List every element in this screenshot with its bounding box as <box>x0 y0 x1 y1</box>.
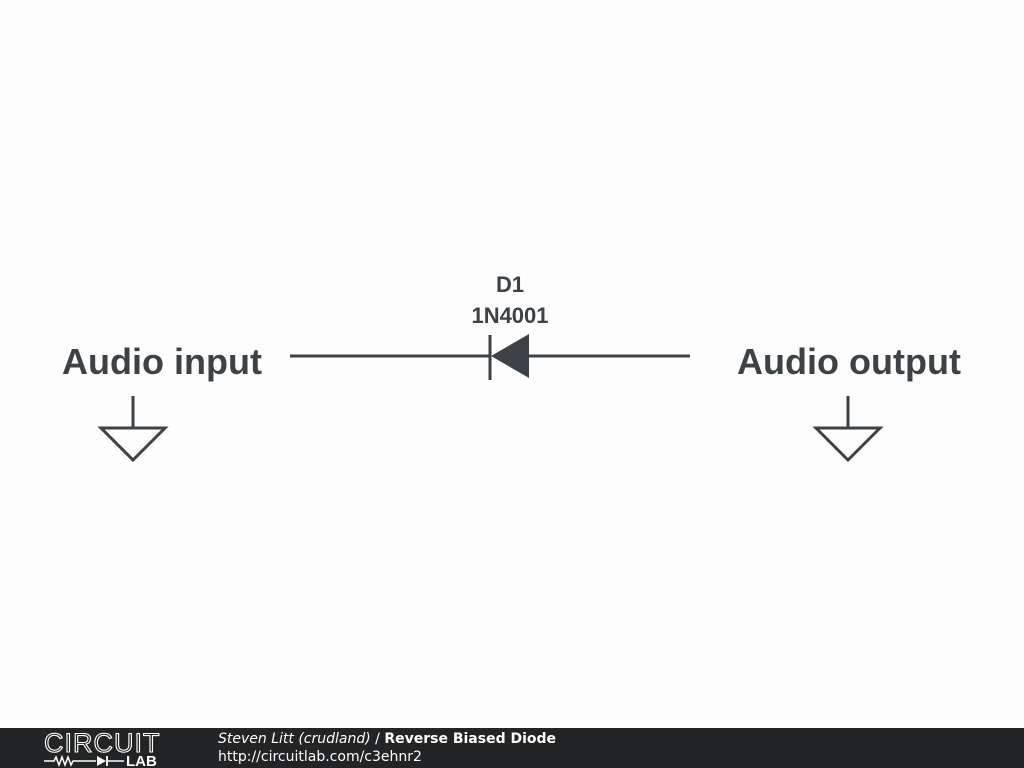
diode-anode-triangle <box>491 334 529 378</box>
title-separator: / <box>375 731 380 747</box>
ground-triangle-right <box>812 426 884 463</box>
net-label-audio-output[interactable]: Audio output <box>737 341 961 382</box>
diode-part-number-label: 1N4001 <box>471 303 548 328</box>
circuit-title[interactable]: Reverse Biased Diode <box>384 731 557 747</box>
diode-designator-label: D1 <box>496 272 524 297</box>
logo-resistor-diode-icon <box>44 754 124 768</box>
footer-credits: Steven Litt (crudland) / Reverse Biased … <box>218 730 556 766</box>
net-label-audio-input[interactable]: Audio input <box>62 341 262 382</box>
ground-symbol-left[interactable] <box>97 396 169 463</box>
ground-triangle-left <box>97 426 169 463</box>
logo-circuit-text: CIRCUIT <box>44 728 161 758</box>
circuit-url[interactable]: http://circuitlab.com/c3ehnr2 <box>218 749 422 765</box>
author-name[interactable]: Steven Litt (crudland) <box>218 731 371 747</box>
footer-title-line: Steven Litt (crudland) / Reverse Biased … <box>218 730 556 748</box>
schematic-diagram: Audio input Audio output D1 1N4001 <box>62 272 961 463</box>
ground-symbol-right[interactable] <box>812 396 884 463</box>
circuitlab-logo[interactable]: CIRCUIT LAB <box>40 728 180 768</box>
logo-lab-text: LAB <box>126 753 157 768</box>
diode-d1[interactable] <box>488 334 529 380</box>
footer-bar: CIRCUIT LAB Steven Litt (crudland) / Rev… <box>0 728 1024 768</box>
